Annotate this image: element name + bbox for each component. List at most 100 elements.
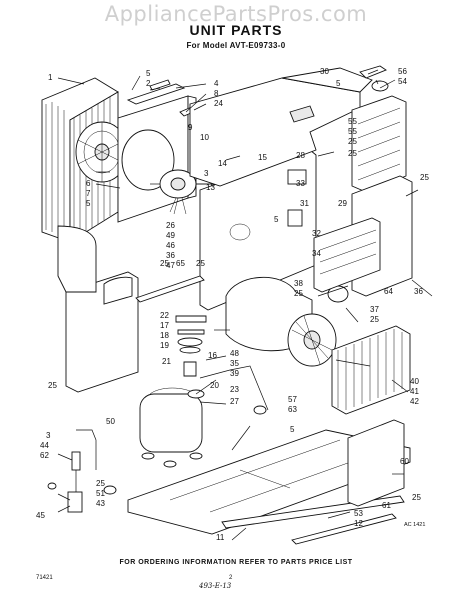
- callout: 50: [106, 417, 115, 426]
- callout: 35: [230, 359, 239, 368]
- callout: 53: [354, 509, 363, 518]
- callout: 25: [48, 381, 57, 390]
- compressor-terminal-parts: [47, 451, 117, 513]
- callout: 24: [214, 99, 223, 108]
- callout: 28: [296, 151, 305, 160]
- callout: 65: [176, 259, 185, 268]
- callout: 23: [230, 385, 239, 394]
- front-cover-panel: [347, 419, 405, 507]
- callout: 25: [370, 315, 379, 324]
- ordering-info-footer: FOR ORDERING INFORMATION REFER TO PARTS …: [119, 559, 353, 566]
- refrigerant-tubing: [76, 365, 269, 470]
- page-title: UNIT PARTS: [189, 22, 283, 38]
- callout: 45: [36, 511, 45, 520]
- callout: 46: [166, 241, 175, 250]
- callout: 55: [348, 127, 357, 136]
- callout: 19: [160, 341, 169, 350]
- callout: 25: [420, 173, 429, 182]
- callout: 42: [410, 397, 419, 406]
- callout: 61: [382, 501, 391, 510]
- callout: 51: [96, 489, 105, 498]
- control-pan: [189, 67, 373, 227]
- callout: 3: [204, 169, 209, 178]
- callout: 6: [86, 179, 91, 188]
- callout: 16: [208, 351, 217, 360]
- callout: 64: [384, 287, 393, 296]
- callout: 4: [214, 79, 219, 88]
- callout: 47: [166, 261, 175, 270]
- callout: 62: [40, 451, 49, 460]
- callout: 27: [230, 397, 239, 406]
- callout: 25: [348, 149, 357, 158]
- callout: 10: [200, 133, 209, 142]
- handwritten-note: 493-E-13: [199, 582, 232, 590]
- callout: 18: [160, 331, 169, 340]
- callout: 5: [146, 69, 151, 78]
- callout: 14: [218, 159, 227, 168]
- callout: 29: [338, 199, 347, 208]
- callout: 63: [288, 405, 297, 414]
- callout: 31: [300, 199, 309, 208]
- left-front-panel: [57, 225, 139, 393]
- callout: 38: [294, 279, 303, 288]
- callout: 25: [348, 137, 357, 146]
- callout: 37: [370, 305, 379, 314]
- callout-numbers: 30 5 56 54 55 1 5 2 4 8 24 55 25 25 9 10…: [36, 67, 429, 542]
- callout: 25: [196, 259, 205, 268]
- document-code: 71421: [36, 575, 53, 581]
- callout: 55: [348, 117, 357, 126]
- callout: 32: [312, 229, 321, 238]
- callout: 11: [216, 533, 225, 542]
- callout: 21: [162, 357, 171, 366]
- callout: 43: [96, 499, 105, 508]
- figure-reference-code: AC 1421: [404, 522, 426, 528]
- air-filter: [313, 217, 381, 293]
- callout: 25: [294, 289, 303, 298]
- callout: 25: [412, 493, 421, 502]
- callout: 17: [160, 321, 169, 330]
- evaporator-coil: [331, 325, 411, 415]
- callout: 34: [312, 249, 321, 258]
- callout: 1: [48, 73, 53, 82]
- callout: 5: [290, 425, 295, 434]
- page-number: 2: [229, 575, 233, 581]
- callout: 54: [398, 77, 407, 86]
- callout: 44: [40, 441, 49, 450]
- condenser-fan-blade: [75, 121, 129, 183]
- callout: 25: [160, 259, 169, 268]
- callout: 49: [166, 231, 175, 240]
- leader-lines: [57, 69, 433, 541]
- callout: 20: [210, 381, 219, 390]
- callout: 13: [206, 183, 215, 192]
- callout: 48: [230, 349, 239, 358]
- compressor: [139, 379, 217, 468]
- callout: 9: [188, 123, 193, 132]
- callout: 60: [400, 457, 409, 466]
- callout: 25: [96, 479, 105, 488]
- callout: 41: [410, 387, 419, 396]
- callout: 15: [258, 153, 267, 162]
- callout: 36: [414, 287, 423, 296]
- callout: 2: [146, 79, 151, 88]
- retainer-clips: [175, 315, 207, 377]
- callout: 39: [230, 369, 239, 378]
- model-subtitle: For Model AVT-E09733-0: [186, 41, 286, 50]
- callout: 5: [86, 199, 91, 208]
- blower-assembly: [225, 277, 349, 367]
- callout: 30: [320, 67, 329, 76]
- callout: 5: [274, 215, 279, 224]
- callout: 33: [296, 179, 305, 188]
- callout: 12: [354, 519, 363, 528]
- watermark: AppliancePartsPros.com: [104, 2, 368, 26]
- callout: 8: [214, 89, 219, 98]
- callout: 5: [336, 79, 341, 88]
- baffle-strip: [135, 275, 205, 303]
- callout: 3: [46, 431, 51, 440]
- callout: 40: [410, 377, 419, 386]
- callout: 7: [86, 189, 91, 198]
- callout: 56: [398, 67, 407, 76]
- callout: 57: [288, 395, 297, 404]
- callout: 26: [166, 221, 175, 230]
